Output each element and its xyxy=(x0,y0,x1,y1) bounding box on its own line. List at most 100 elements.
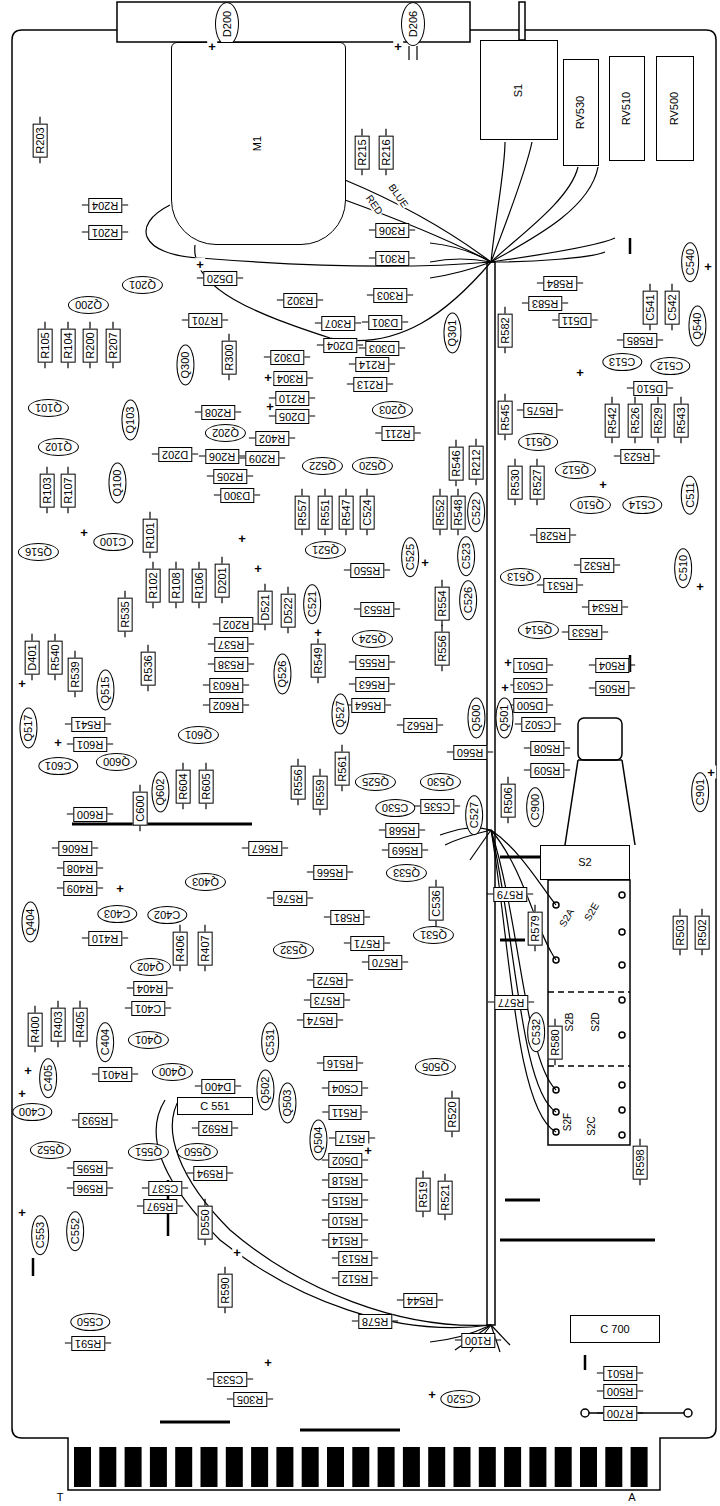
part-label: R509 xyxy=(534,765,560,776)
component-box: R214 xyxy=(355,357,389,372)
transistor-outline: Q502 xyxy=(256,1070,274,1111)
transistor-outline: Q516 xyxy=(18,543,59,561)
part-label: Q533 xyxy=(393,868,420,879)
part-label: R205 xyxy=(217,471,243,482)
transistor-outline: Q525 xyxy=(355,773,396,791)
transistor-outline: Q102 xyxy=(38,438,79,456)
component-lead xyxy=(416,46,417,60)
component-box: R564 xyxy=(351,698,385,713)
component-box: R545 xyxy=(497,400,512,434)
wire xyxy=(172,1098,491,1325)
component-box: R575 xyxy=(523,403,557,418)
part-label: C541 xyxy=(644,294,655,320)
part-label: R503 xyxy=(674,919,685,945)
transistor-outline: C100 xyxy=(93,533,133,551)
part-label: C403 xyxy=(104,909,130,920)
part-label: R541 xyxy=(75,719,101,730)
module-box: S1 xyxy=(480,40,558,140)
part-label: C100 xyxy=(100,537,126,548)
wire-link xyxy=(32,1258,35,1276)
component-box: R578 xyxy=(358,1314,392,1329)
part-label: C502 xyxy=(525,719,551,730)
component-box: R509 xyxy=(530,763,564,778)
part-label: R561 xyxy=(336,755,347,781)
component-box: R211 xyxy=(381,426,414,441)
part-label: R104 xyxy=(62,332,73,358)
part-label: R216 xyxy=(380,139,391,165)
part-label: R307 xyxy=(325,318,351,329)
component-box: R593 xyxy=(78,1113,112,1128)
component-box: R535 xyxy=(117,597,132,631)
transistor-outline: Q526 xyxy=(273,654,291,695)
wire-bundle xyxy=(487,262,495,1325)
part-label: Q516 xyxy=(25,547,52,558)
transistor-outline: Q552 xyxy=(30,1141,71,1159)
component-box: R103 xyxy=(39,473,54,507)
part-label: R552 xyxy=(434,499,445,525)
component-box: D301 xyxy=(368,315,402,330)
polarity-mark: + xyxy=(263,1356,273,1369)
transistor-outline: Q503 xyxy=(278,1083,296,1124)
part-label: C542 xyxy=(666,294,677,320)
component-box: R205 xyxy=(213,469,247,484)
component-box: D520 xyxy=(203,271,237,286)
wire-link xyxy=(505,1199,540,1202)
part-label: D500 xyxy=(517,700,543,711)
part-label: R532 xyxy=(584,560,610,571)
polarity-mark: + xyxy=(313,626,323,639)
part-label: R590 xyxy=(219,1277,230,1303)
component-box: R590 xyxy=(217,1273,232,1307)
component-box: R405 xyxy=(72,1007,87,1041)
part-label: Q503 xyxy=(281,1090,292,1117)
part-label: R584 xyxy=(547,278,573,289)
transistor-outline: C510 xyxy=(674,548,692,588)
contact-finger xyxy=(99,1447,116,1487)
part-label: R531 xyxy=(547,580,573,591)
part-label: C523 xyxy=(460,543,471,569)
part-label: R601 xyxy=(77,739,103,750)
part-label: R513 xyxy=(342,1253,368,1264)
part-label: R700 xyxy=(607,1408,633,1419)
component-box: R600 xyxy=(73,807,107,822)
component-box: C502 xyxy=(521,717,555,732)
component-box: R502 xyxy=(694,915,709,949)
polarity-mark: + xyxy=(703,260,713,273)
switch-deck-divider xyxy=(548,992,630,1066)
part-label: M1 xyxy=(253,135,264,150)
polarity-mark: + xyxy=(575,366,585,379)
switch-section: S2A xyxy=(557,906,576,929)
component-box: R582 xyxy=(497,313,512,347)
component-box: D401 xyxy=(24,640,39,674)
part-label: R564 xyxy=(355,700,381,711)
part-label: R534 xyxy=(592,602,618,613)
polarity-mark: + xyxy=(500,681,510,694)
part-label: Q601 xyxy=(185,730,212,741)
transistor-outline: C900 xyxy=(526,787,544,827)
transistor-outline: Q501 xyxy=(495,698,513,739)
part-label: D200 xyxy=(222,11,233,37)
part-label: R605 xyxy=(200,773,211,799)
part-label: R540 xyxy=(49,644,60,670)
transistor-outline: Q404 xyxy=(21,902,39,943)
contact-finger xyxy=(378,1447,395,1487)
part-label: R500 xyxy=(607,1386,633,1397)
part-label: D510 xyxy=(637,383,663,394)
part-label: Q510 xyxy=(577,500,604,511)
component-box: R306 xyxy=(375,223,409,238)
part-label: Q531 xyxy=(420,930,447,941)
part-label: R539 xyxy=(69,661,80,687)
component-box: R304 xyxy=(273,371,307,386)
part-label: R606 xyxy=(62,843,88,854)
part-label: R556 xyxy=(292,769,303,795)
part-label: R511 xyxy=(332,1107,357,1118)
component-box: R521 xyxy=(437,1180,452,1214)
part-label: R537 xyxy=(218,639,244,650)
part-label: R592 xyxy=(202,1123,228,1134)
transistor-outline: Q402 xyxy=(130,958,171,976)
component-box: D302 xyxy=(270,350,304,365)
part-label: Q540 xyxy=(691,313,702,340)
transistor-outline: Q512 xyxy=(555,461,596,479)
part-label: R573 xyxy=(314,995,340,1006)
module-box: S2 xyxy=(540,845,630,880)
part-label: R583 xyxy=(532,298,558,309)
